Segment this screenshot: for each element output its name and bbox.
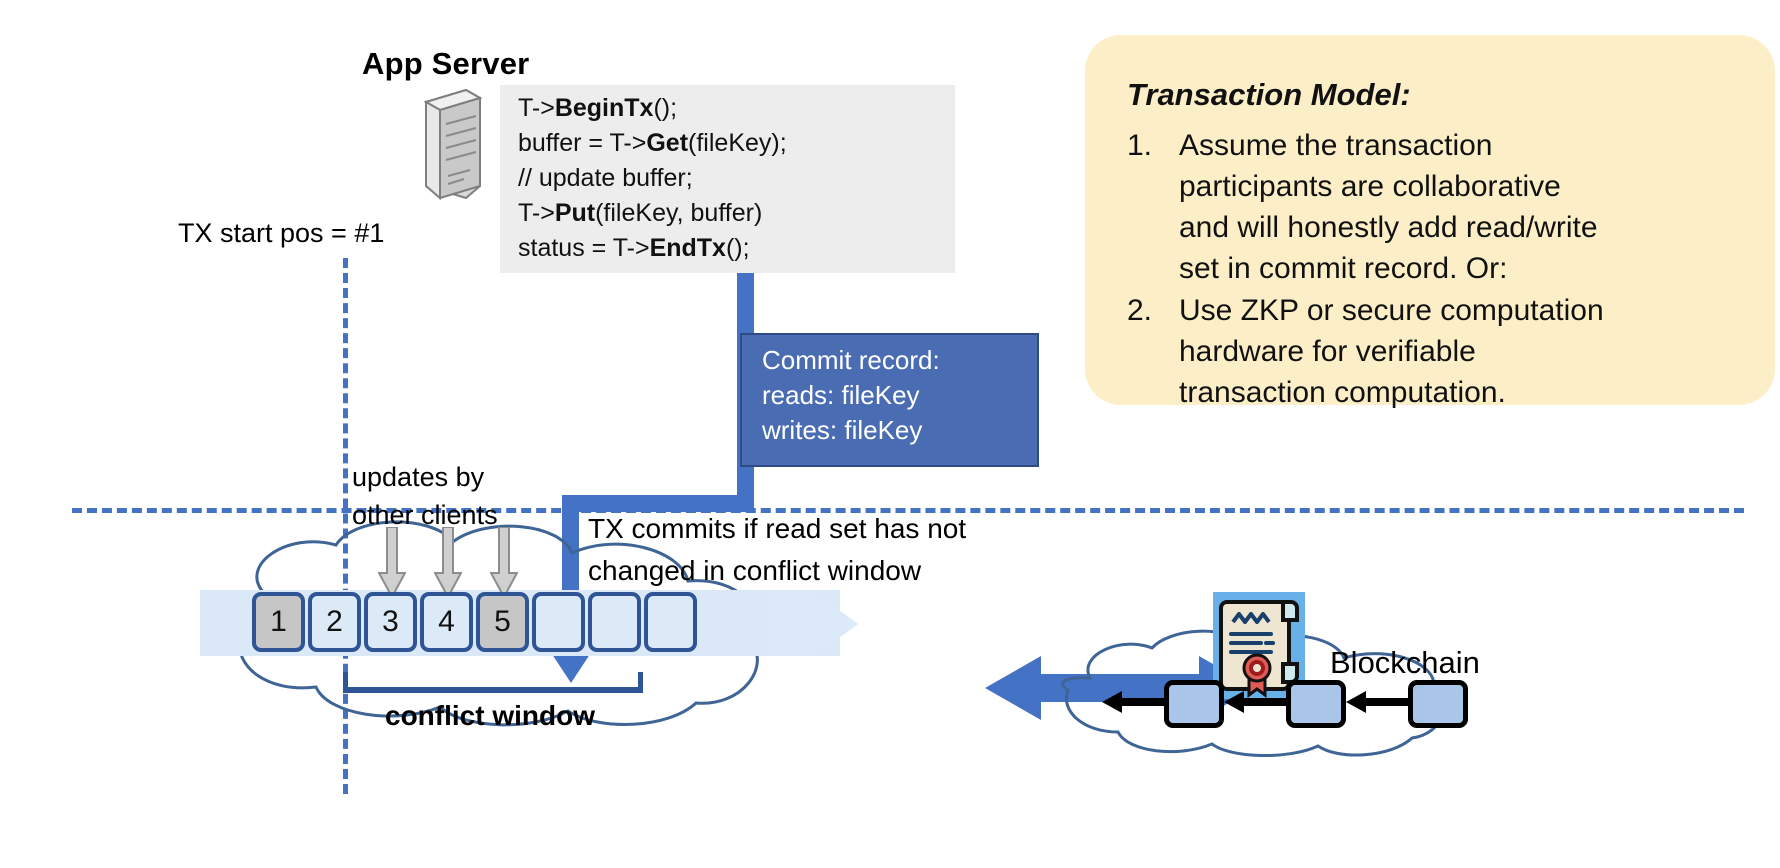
blockchain-block-1[interactable] bbox=[1164, 680, 1224, 728]
chain-arrow-1 bbox=[1224, 690, 1286, 719]
tx-start-dashed-line bbox=[343, 258, 348, 794]
chain-arrow-2 bbox=[1346, 690, 1408, 719]
ledger-block-1[interactable]: 1 bbox=[252, 592, 305, 652]
commit-record-line-2: writes: fileKey bbox=[762, 415, 923, 445]
tx-commits-line-0: TX commits if read set has not bbox=[588, 513, 967, 544]
chain-arrow-left-end bbox=[1102, 690, 1164, 719]
tx-commits-note-label: TX commits if read set has not changed i… bbox=[588, 508, 966, 592]
commit-arrow-segment-horizontal bbox=[562, 495, 754, 512]
transaction-model-title: Transaction Model: bbox=[1127, 77, 1411, 112]
code-snippet-box: T->BeginTx(); buffer = T->Get(fileKey); … bbox=[500, 85, 955, 273]
ledger-block-7[interactable] bbox=[588, 592, 641, 652]
transaction-model-item-1-text: Assume the transaction participants are … bbox=[1179, 129, 1598, 285]
layer-separator-dashed-line bbox=[72, 508, 1744, 513]
commit-record-line-0: Commit record: bbox=[762, 345, 940, 375]
transaction-model-item-1: 1. Assume the transaction participants a… bbox=[1127, 125, 1598, 289]
ledger-block-6[interactable] bbox=[532, 592, 585, 652]
blockchain-block-3[interactable] bbox=[1408, 680, 1468, 728]
ledger-growth-chevron-icon bbox=[770, 578, 860, 670]
code-line-1: buffer = T->Get(fileKey); bbox=[518, 129, 787, 157]
server-tower-icon bbox=[418, 88, 484, 201]
ledger-cloud bbox=[168, 515, 828, 730]
transaction-model-item-2-number: 2. bbox=[1127, 294, 1153, 327]
code-line-3: T->Put(fileKey, buffer) bbox=[518, 199, 763, 227]
updates-by-other-clients-label: updates by other clients bbox=[352, 458, 498, 534]
blockchain-block-row bbox=[1102, 680, 1468, 728]
code-line-2: // update buffer; bbox=[518, 164, 693, 192]
commit-record-line-1: reads: fileKey bbox=[762, 380, 920, 410]
update-arrow-4 bbox=[489, 526, 519, 604]
conflict-window-brace bbox=[342, 672, 644, 702]
ledger-block-4[interactable]: 4 bbox=[420, 592, 473, 652]
tx-start-pos-label: TX start pos = #1 bbox=[178, 218, 385, 248]
code-lines: T->BeginTx(); buffer = T->Get(fileKey); … bbox=[518, 91, 787, 266]
ledger-block-5[interactable]: 5 bbox=[476, 592, 529, 652]
conflict-window-label: conflict window bbox=[385, 700, 595, 731]
ledger-block-3[interactable]: 3 bbox=[364, 592, 417, 652]
update-arrow-2 bbox=[377, 526, 407, 604]
ledger-blockchain-sync-arrow-icon bbox=[985, 652, 1255, 724]
updates-label-line-1: other clients bbox=[352, 500, 498, 530]
blockchain-block-2[interactable] bbox=[1286, 680, 1346, 728]
blockchain-cloud bbox=[1038, 628, 1458, 760]
commit-record-lines: Commit record: reads: fileKey writes: fi… bbox=[762, 343, 940, 448]
ledger-block-2[interactable]: 2 bbox=[308, 592, 361, 652]
code-line-0: T->BeginTx(); bbox=[518, 94, 678, 122]
update-arrow-3 bbox=[433, 526, 463, 604]
code-line-4: status = T->EndTx(); bbox=[518, 234, 750, 262]
blockchain-label: Blockchain bbox=[1330, 645, 1480, 680]
commit-record-box: Commit record: reads: fileKey writes: fi… bbox=[740, 333, 1039, 467]
updates-label-line-0: updates by bbox=[352, 462, 485, 492]
ledger-block-row: 1 2 3 4 5 bbox=[252, 592, 697, 652]
tx-commits-line-1: changed in conflict window bbox=[588, 555, 922, 586]
transaction-model-item-2: 2. Use ZKP or secure computation hardwar… bbox=[1127, 290, 1604, 413]
transaction-model-item-2-text: Use ZKP or secure computation hardware f… bbox=[1179, 294, 1604, 409]
ledger-block-8[interactable] bbox=[644, 592, 697, 652]
transaction-model-panel: Transaction Model: 1. Assume the transac… bbox=[1085, 35, 1775, 409]
transaction-model-item-1-number: 1. bbox=[1127, 129, 1153, 162]
app-server-title: App Server bbox=[362, 46, 530, 81]
